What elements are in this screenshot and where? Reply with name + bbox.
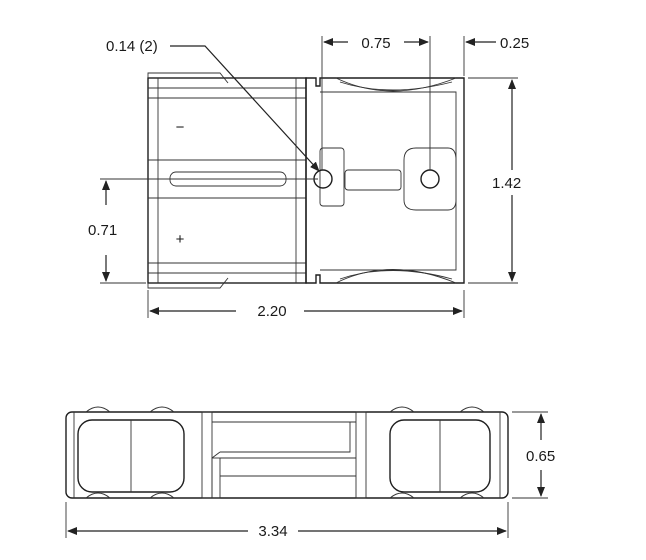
depth-dim: 0.65 [512,411,555,499]
side-view: 0.65 3.34 [65,406,555,540]
width-label: 2.20 [257,303,286,320]
top-view: − + 0.14 (2) 0.75 0.25 1.42 [88,35,529,320]
contact-left [77,406,185,499]
hole-spacing-label: 0.75 [361,35,390,52]
minus-symbol: − [176,119,185,136]
mount-hole-right [420,169,440,189]
side-body [65,411,509,499]
contact-right [389,406,491,499]
plus-symbol: + [176,231,185,248]
hole-dia-label: 0.14 (2) [106,38,158,55]
hole-height-dim: 0.71 [88,178,318,284]
depth-label: 0.65 [526,448,555,465]
length-dim: 3.34 [65,502,509,540]
housing-left [147,72,307,289]
height-label: 1.42 [492,175,521,192]
width-dim: 2.20 [147,290,465,320]
right-offset-dim: 0.25 [463,35,529,76]
hole-dia-callout: 0.14 (2) [106,38,320,172]
length-label: 3.34 [258,523,287,540]
right-offset-label: 0.25 [500,35,529,52]
center-latch [201,411,367,499]
hole-height-label: 0.71 [88,222,117,239]
housing-right [305,77,465,284]
height-dim: 1.42 [468,77,521,284]
hole-spacing-dim: 0.75 [321,35,431,170]
